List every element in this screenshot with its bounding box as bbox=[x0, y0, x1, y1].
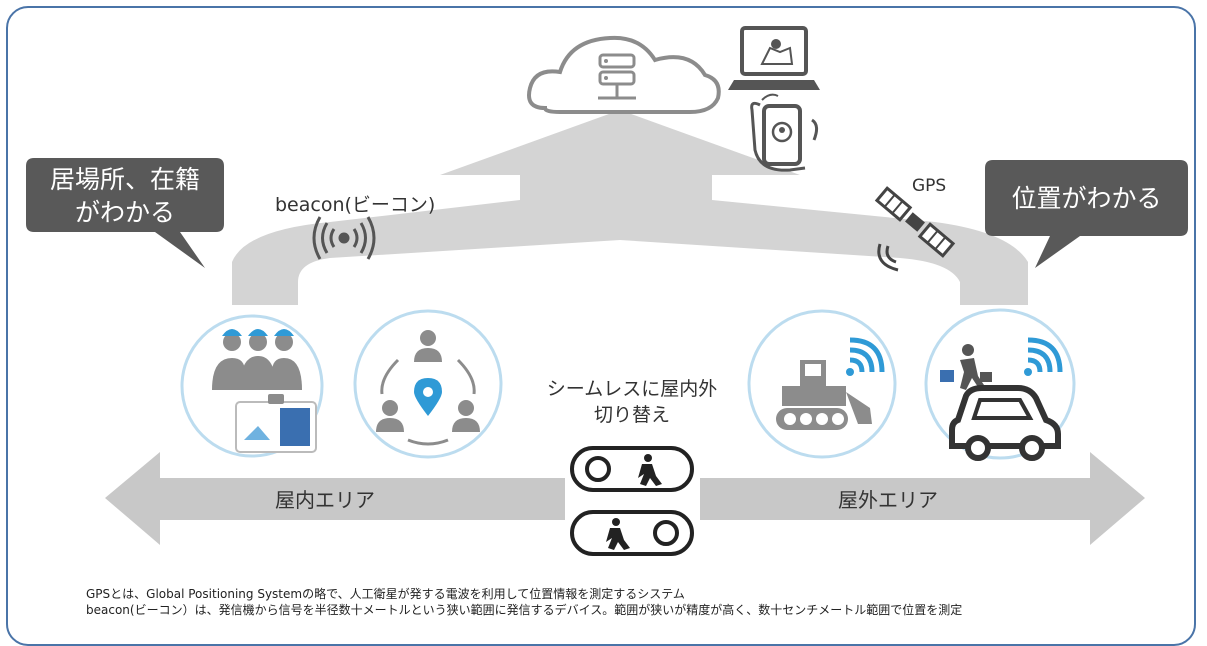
toggle-icon bbox=[565, 440, 700, 568]
left-bubble-line1: 居場所、在籍 bbox=[49, 165, 200, 194]
wifi-icon-2 bbox=[1024, 337, 1063, 376]
beacon-label: beacon(ビーコン) bbox=[275, 194, 436, 216]
people-location-icon bbox=[376, 330, 480, 446]
right-bubble: 位置がわかる bbox=[1011, 184, 1162, 213]
workers-icon bbox=[212, 329, 302, 390]
left-bubble: 居場所、在籍 がわかる bbox=[26, 163, 224, 229]
bulldozer-icon bbox=[776, 360, 872, 430]
businessman-car-icon bbox=[940, 344, 1061, 461]
satellite-icon bbox=[874, 186, 956, 272]
gps-note: GPSとは、Global Positioning Systemの略で、人工衛星が… bbox=[86, 587, 685, 601]
smartphone-location-icon bbox=[750, 93, 819, 172]
beacon-signal-icon bbox=[312, 216, 376, 260]
diagram-artwork bbox=[26, 26, 1188, 568]
outdoor-label: 屋外エリア bbox=[838, 488, 938, 512]
laptop-map-icon bbox=[728, 26, 820, 90]
id-card-icon bbox=[235, 394, 317, 453]
cloud-server-icon bbox=[527, 35, 721, 114]
gps-label: GPS bbox=[912, 176, 947, 196]
switch-caption: シームレスに屋内外 切り替え bbox=[537, 376, 727, 428]
left-bubble-line2: がわかる bbox=[74, 198, 175, 227]
indoor-label: 屋内エリア bbox=[275, 488, 375, 512]
upward-flow-shape bbox=[232, 110, 1028, 305]
right-bubble-shape bbox=[985, 160, 1188, 268]
wifi-icon-1 bbox=[846, 337, 885, 376]
switch-caption-line1: シームレスに屋内外 bbox=[546, 378, 718, 400]
switch-caption-line2: 切り替え bbox=[593, 404, 670, 426]
left-bubble-shape bbox=[26, 158, 224, 268]
beacon-note: beacon(ビーコン）は、発信機から信号を半径数十メートルという狭い範囲に発信… bbox=[86, 603, 963, 617]
